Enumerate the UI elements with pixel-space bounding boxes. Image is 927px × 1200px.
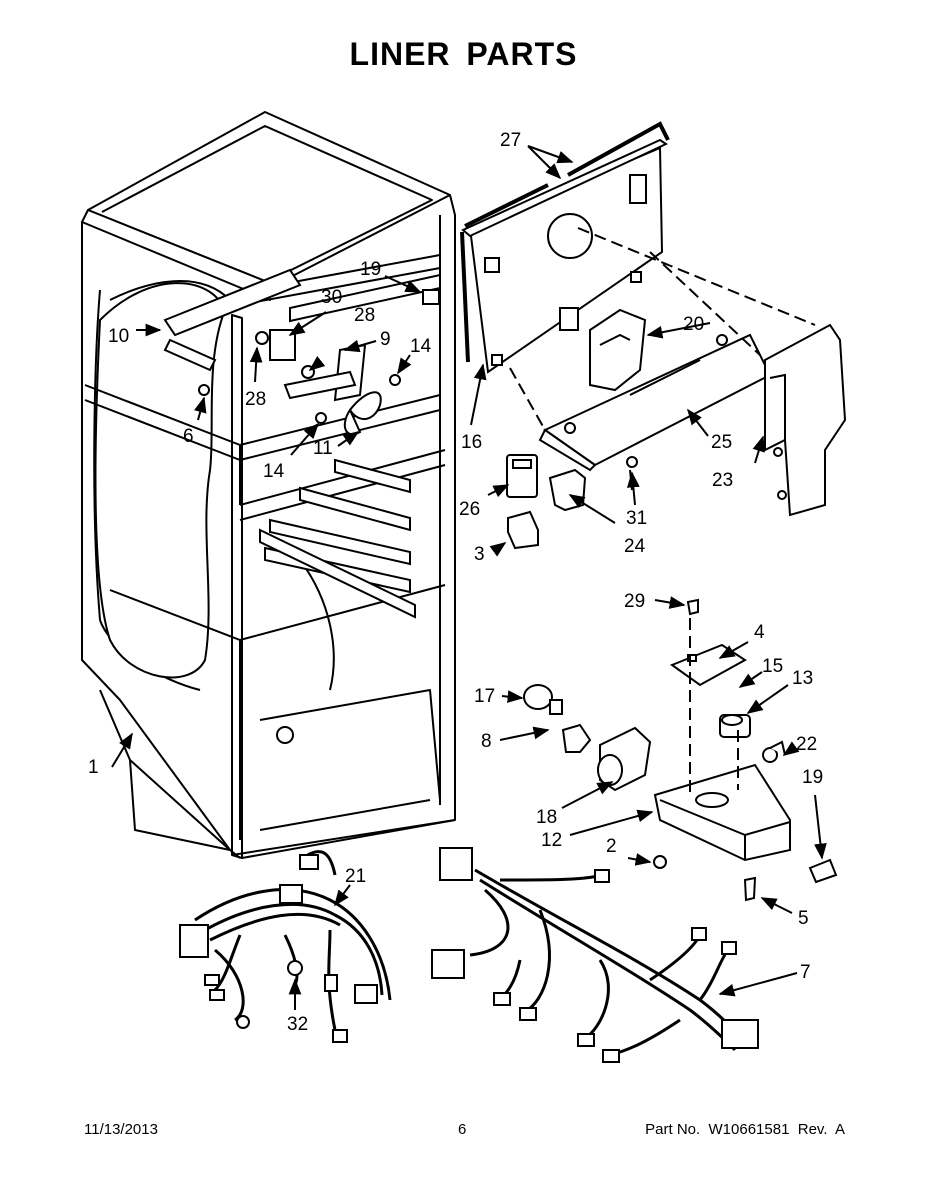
footer-page-number: 6 — [458, 1121, 467, 1138]
callout-3: 3 — [474, 544, 485, 565]
callout-28-lower: 28 — [245, 389, 266, 410]
page-title: LINER PARTS — [349, 36, 578, 72]
harness-7-connectors — [431, 847, 759, 1063]
callout-18: 18 — [536, 807, 557, 828]
callout-20: 20 — [683, 314, 704, 335]
callout-24: 24 — [624, 536, 646, 557]
callout-14-lower: 14 — [263, 461, 285, 482]
callout-17: 17 — [474, 686, 495, 707]
callout-28-upper: 28 — [354, 305, 375, 326]
callout-12: 12 — [541, 830, 562, 851]
shelf-rails — [249, 253, 441, 619]
callout-26: 26 — [459, 499, 480, 520]
callout-19-upper: 19 — [360, 259, 381, 280]
callout-30: 30 — [321, 287, 342, 308]
callout-10: 10 — [108, 326, 129, 347]
fan-cover — [538, 333, 772, 472]
small-parts — [506, 454, 638, 550]
callout-4: 4 — [754, 622, 765, 643]
callout-5: 5 — [798, 908, 809, 929]
callout-15: 15 — [762, 656, 783, 677]
callout-labels: 1 2 3 4 5 6 7 8 9 10 11 12 13 14 14 15 1… — [88, 130, 823, 1035]
callout-2: 2 — [606, 836, 617, 857]
callout-13: 13 — [792, 668, 813, 689]
air-duct — [589, 308, 647, 392]
callout-32: 32 — [287, 1014, 308, 1035]
callout-14-upper: 14 — [410, 336, 432, 357]
callout-16: 16 — [461, 432, 482, 453]
callout-11: 11 — [313, 438, 333, 459]
callout-27: 27 — [500, 130, 521, 151]
callout-9: 9 — [380, 329, 391, 350]
callout-22: 22 — [796, 734, 817, 755]
alignment-lines — [509, 227, 816, 792]
callout-7: 7 — [800, 962, 811, 983]
callout-1: 1 — [88, 757, 99, 778]
callout-6: 6 — [183, 426, 194, 447]
callout-8: 8 — [481, 731, 492, 752]
footer-part-number: Part No. W10661581 Rev. A — [645, 1121, 845, 1138]
callout-31: 31 — [626, 508, 647, 529]
fan-motor-assembly — [163, 268, 440, 436]
harness-21-connectors — [179, 854, 378, 1043]
refrigerator-liner — [81, 111, 456, 859]
callout-19-lower: 19 — [802, 767, 823, 788]
control-housing — [523, 598, 838, 902]
gasket-strips — [460, 121, 670, 363]
evaporator-cover — [461, 138, 669, 374]
wire-harness-7 — [469, 868, 742, 1057]
rear-air-panel — [764, 323, 847, 517]
callout-29: 29 — [624, 591, 645, 612]
callout-25: 25 — [711, 432, 732, 453]
callout-21: 21 — [345, 866, 366, 887]
callout-23: 23 — [712, 470, 733, 491]
footer-date: 11/13/2013 — [84, 1121, 158, 1138]
leader-lines — [111, 145, 827, 1010]
